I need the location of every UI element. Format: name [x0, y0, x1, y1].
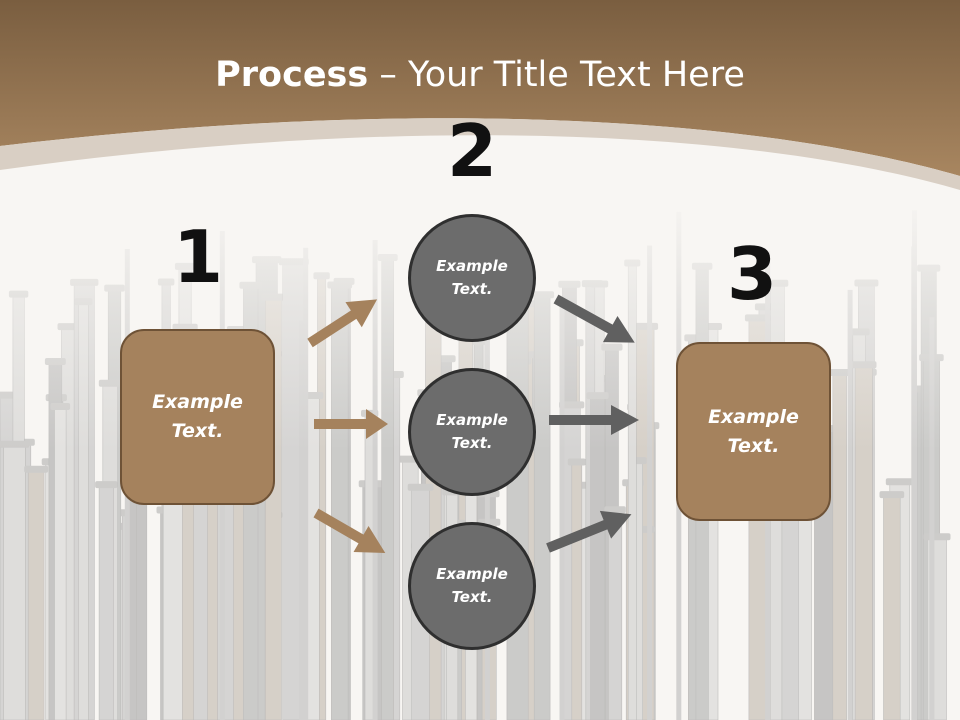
- step-number-1: 1: [172, 215, 224, 299]
- arrow-to-circle-top: [307, 299, 378, 348]
- slide-title: Process – Your Title Text Here: [0, 52, 960, 98]
- step-number-2: 2: [446, 109, 498, 193]
- arrow-from-circle-bottom: [546, 510, 632, 553]
- circle-bottom: Example Text.: [408, 522, 536, 650]
- circle-top-text: Example Text.: [436, 257, 508, 298]
- step-box-1-text: Example Text.: [152, 391, 243, 442]
- title-rest: – Your Title Text Here: [368, 55, 745, 95]
- arrow-to-circle-bottom: [313, 508, 386, 553]
- step-number-3: 3: [726, 232, 778, 316]
- arrow-from-circle-middle: [549, 405, 639, 435]
- step-box-3-text: Example Text.: [708, 405, 799, 457]
- arrow-from-circle-top: [553, 294, 635, 343]
- title-bold: Process: [215, 55, 369, 95]
- circle-middle: Example Text.: [408, 368, 536, 496]
- circle-top: Example Text.: [408, 214, 536, 342]
- step-box-1: Example Text.: [120, 329, 275, 505]
- step-box-3: Example Text.: [676, 342, 831, 521]
- circle-bottom-text: Example Text.: [436, 565, 508, 606]
- arrow-to-circle-middle: [314, 409, 388, 439]
- circle-middle-text: Example Text.: [436, 411, 508, 452]
